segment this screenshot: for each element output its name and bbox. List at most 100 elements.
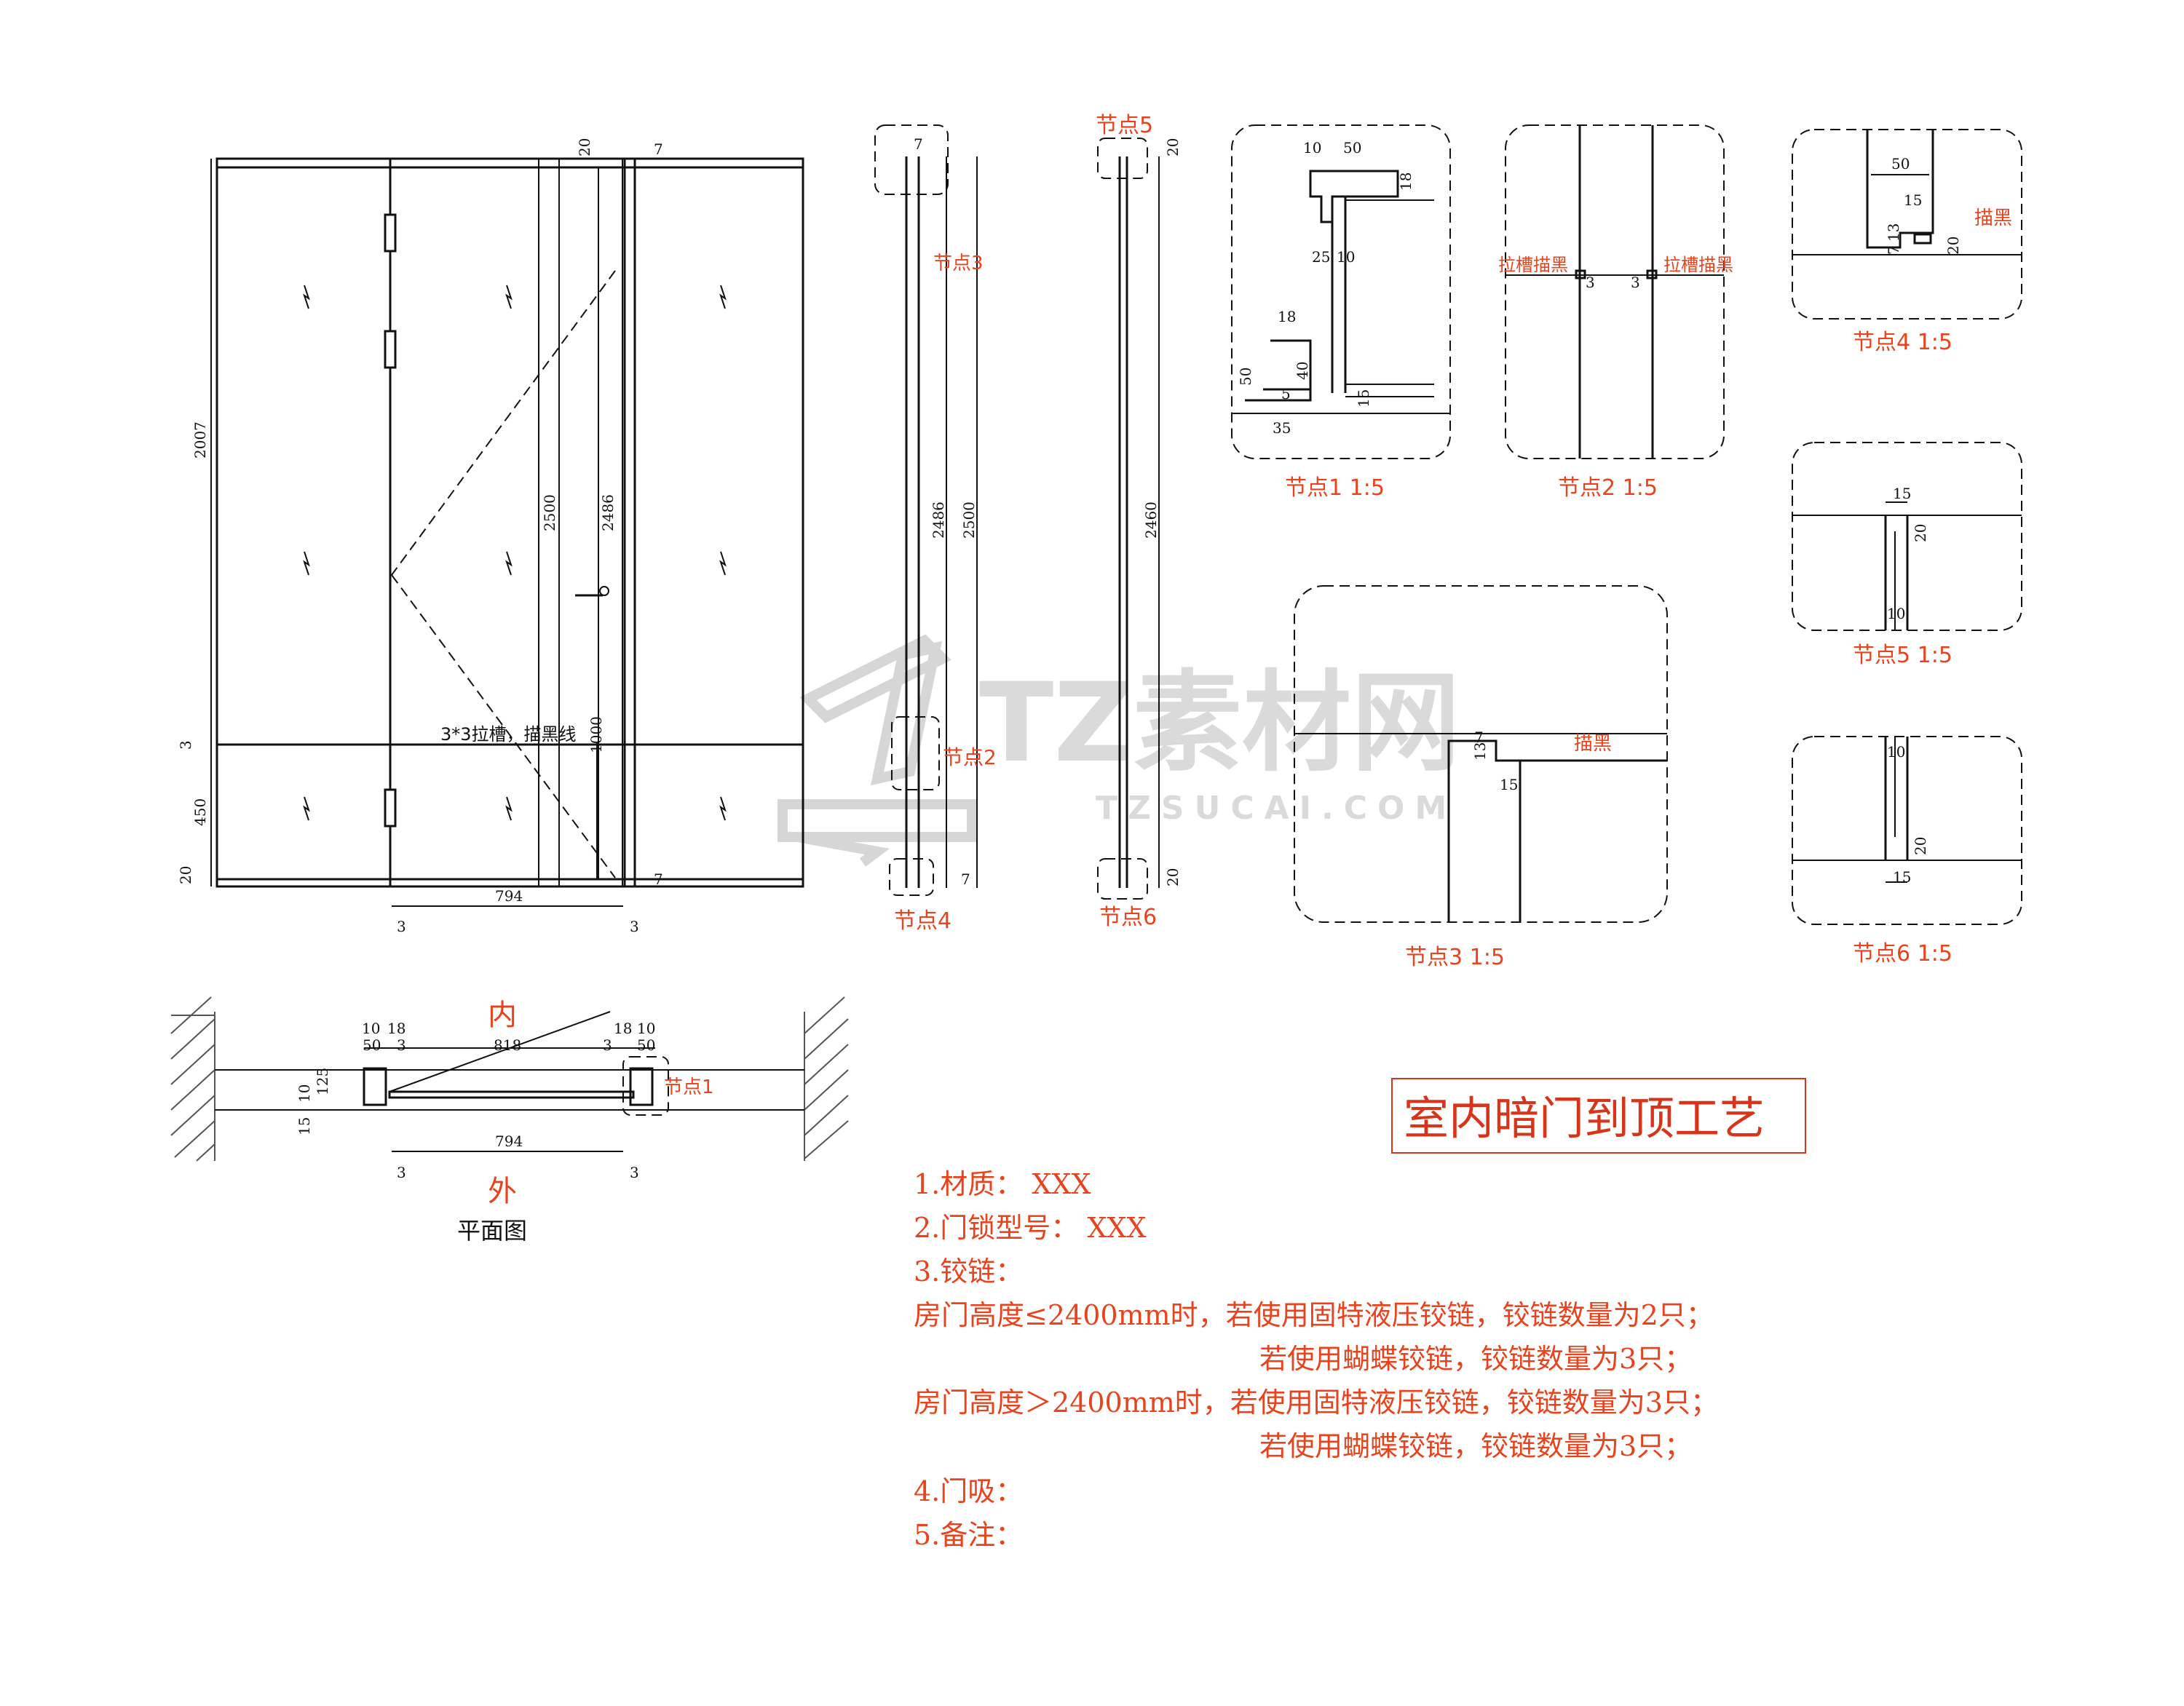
n1-dim-15: 15 (1355, 389, 1372, 408)
spec-line-9: 5.备注： (914, 1519, 1023, 1551)
n1-dim-10b: 10 (1337, 248, 1355, 266)
dim-2007: 2007 (191, 421, 209, 459)
door-elevation: 2007 2500 2486 3 450 20 1000 20 7 7 794 … (177, 138, 804, 935)
spec-line-8: 4.门吸： (914, 1475, 1023, 1507)
label-node5: 节点5 (1096, 113, 1153, 138)
page-title: 室内暗门到顶工艺 (1404, 1092, 1765, 1145)
watermark: TZ素材网 TZSUCAI.COM (778, 634, 1460, 867)
n1-dim-10: 10 (1303, 139, 1321, 156)
n2-label-right: 拉槽描黑 (1663, 255, 1733, 275)
n2-dim-3-r: 3 (1631, 274, 1640, 291)
n6-dim-20: 20 (1912, 837, 1929, 855)
spec-notes: 1.材质： XXX 2.门锁型号： XXX 3.铰链： 房门高度≤2400mm时… (914, 1168, 1718, 1551)
hinge-icon (384, 213, 397, 828)
plan-dim-15-v: 15 (296, 1117, 313, 1135)
plan-dim-3-l: 3 (397, 1036, 406, 1054)
spec-line-3: 3.铰链： (914, 1255, 1023, 1288)
plan-inside-label: 内 (488, 999, 517, 1032)
n2-label-left: 拉槽描黑 (1498, 255, 1568, 275)
n3-dim-13: 13 (1471, 742, 1489, 761)
groove-note: 3*3拉槽，描黑线 (440, 724, 577, 745)
n6-caption: 节点6 1:5 (1853, 941, 1952, 967)
detail-node5: 15 20 10 节点5 1:5 (1792, 442, 2022, 668)
watermark-logo-icon (778, 634, 977, 867)
sec2-dim-20-top: 20 (1164, 138, 1182, 156)
sec-dim-2486: 2486 (930, 501, 947, 539)
n1-dim-50: 50 (1343, 139, 1361, 156)
n5-caption: 节点5 1:5 (1853, 643, 1952, 668)
label-node2: 节点2 (943, 745, 997, 769)
dim-top-7: 7 (654, 140, 663, 158)
dim-top-20: 20 (576, 138, 593, 156)
plan-dim-18-l: 18 (387, 1020, 405, 1037)
n5-dim-15: 15 (1893, 485, 1911, 502)
n4-dim-20: 20 (1944, 237, 1962, 255)
n6-dim-15: 15 (1893, 868, 1911, 886)
n4-dim-50: 50 (1891, 155, 1910, 172)
plan-dim-10-v: 10 (296, 1084, 313, 1103)
wall-hatch-left (170, 996, 215, 1162)
sec2-dim-20-bottom: 20 (1164, 868, 1182, 886)
n2-caption: 节点2 1:5 (1558, 475, 1658, 501)
title-block: 室内暗门到顶工艺 (1391, 1078, 1806, 1154)
n5-dim-20: 20 (1912, 524, 1929, 542)
spec-line-7: 若使用蝴蝶铰链，铰链数量为3只； (1259, 1430, 1692, 1462)
spec-line-2: 2.门锁型号： XXX (914, 1212, 1147, 1244)
label-node6: 节点6 (1099, 905, 1157, 930)
n1-caption: 节点1 1:5 (1285, 475, 1385, 501)
sec-dim-7-bottom: 7 (961, 870, 970, 888)
n1-dim-35: 35 (1273, 419, 1291, 437)
dim-2500: 2500 (541, 494, 558, 531)
wall-hatch-right (804, 996, 849, 1161)
n4-dim-15: 15 (1904, 191, 1922, 209)
dim-2486: 2486 (599, 494, 617, 531)
plan-dim-818: 818 (494, 1036, 521, 1054)
watermark-domain: TZSUCAI.COM (1096, 790, 1457, 827)
sec2-dim-2460: 2460 (1142, 501, 1160, 539)
dim-794: 794 (495, 887, 523, 905)
plan-dim-3-br: 3 (630, 1164, 639, 1181)
detail-node4: 50 15 13 7 20 描黑 节点4 1:5 (1792, 129, 2022, 355)
n1-dim-18: 18 (1397, 172, 1415, 191)
n2-dim-3-l: 3 (1586, 274, 1595, 291)
plan-dim-125: 125 (314, 1068, 331, 1095)
plan-view: 10 18 50 3 818 3 18 10 50 125 10 15 794 … (170, 996, 849, 1245)
plan-outside-label: 外 (488, 1175, 517, 1208)
spec-line-1: 1.材质： XXX (914, 1168, 1091, 1200)
plan-caption: 平面图 (457, 1217, 527, 1245)
sec-dim-7-top: 7 (914, 135, 923, 153)
detail-node6: 10 20 15 节点6 1:5 (1792, 736, 2022, 967)
n1-dim-40: 40 (1294, 362, 1311, 380)
plan-dim-794: 794 (495, 1132, 523, 1150)
label-node3: 节点3 (933, 253, 984, 274)
n3-caption: 节点3 1:5 (1405, 945, 1505, 970)
n6-dim-10: 10 (1887, 743, 1905, 761)
sec-dim-2500: 2500 (960, 501, 978, 539)
n4-label: 描黑 (1974, 207, 2012, 229)
dim-3-left: 3 (397, 918, 406, 935)
n1-dim-25: 25 (1312, 248, 1330, 266)
watermark-brand: TZ素材网 (979, 660, 1460, 787)
plan-dim-3-r: 3 (603, 1036, 612, 1054)
n1-dim-5: 5 (1281, 385, 1291, 402)
panel-grain-marks (303, 285, 727, 821)
section-right: 20 2460 20 节点5 节点6 (1096, 113, 1182, 930)
dim-bottom-7: 7 (654, 870, 663, 888)
plan-dim-18-r: 18 (614, 1020, 632, 1037)
plan-dim-50-l: 50 (363, 1036, 381, 1054)
section-left: 7 2486 2500 7 节点3 节点2 节点4 (874, 124, 997, 934)
dim-3: 3 (177, 740, 194, 750)
spec-line-4: 房门高度≤2400mm时，若使用固特液压铰链，铰链数量为2只； (914, 1299, 1714, 1331)
dim-20: 20 (177, 866, 194, 884)
n4-dim-7: 7 (1885, 245, 1902, 255)
dim-450: 450 (191, 798, 209, 826)
detail-node3: 13 7 15 描黑 节点3 1:5 (1294, 585, 1668, 970)
spec-line-5: 若使用蝴蝶铰链，铰链数量为3只； (1259, 1343, 1692, 1375)
label-node4: 节点4 (894, 908, 951, 934)
detail-node1: 10 50 18 25 10 18 50 40 5 15 35 节点1 1:5 (1231, 124, 1451, 501)
n4-dim-13: 13 (1885, 223, 1902, 242)
n1-dim-18b: 18 (1278, 308, 1296, 325)
n4-caption: 节点4 1:5 (1853, 330, 1952, 355)
n1-dim-50b: 50 (1237, 368, 1254, 386)
